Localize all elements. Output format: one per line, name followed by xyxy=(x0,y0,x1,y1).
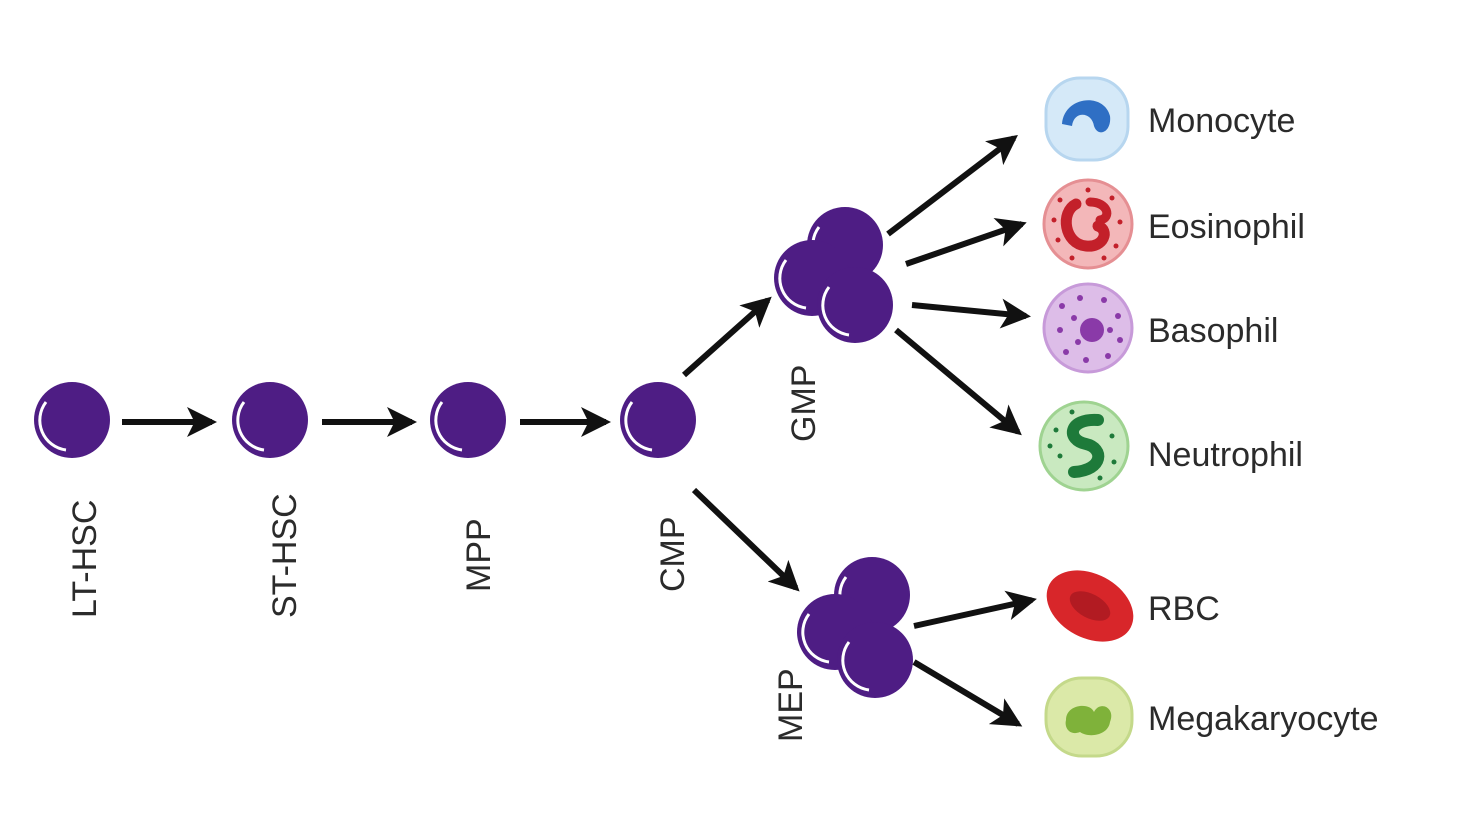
megakaryocyte-icon xyxy=(1044,676,1134,758)
neutrophil-icon xyxy=(1038,400,1130,492)
label-gmp: GMP xyxy=(785,365,823,442)
gmp-cluster xyxy=(772,205,895,345)
cmp-cell xyxy=(618,380,698,460)
basophil-icon xyxy=(1042,282,1134,374)
label-cmp: CMP xyxy=(654,516,692,592)
arrow-gmp-to-basophil xyxy=(911,298,1031,329)
lt-hsc-cell xyxy=(32,380,112,460)
eosinophil-icon xyxy=(1042,178,1134,270)
arrow-mep-to-rbc xyxy=(913,590,1037,629)
label-mep: MEP xyxy=(772,668,810,742)
mep-cluster xyxy=(795,555,915,700)
arrow-mep-to-megakaryocyte xyxy=(912,659,1023,727)
monocyte-icon xyxy=(1044,76,1130,162)
label-monocyte: Monocyte xyxy=(1148,102,1295,140)
label-basophil: Basophil xyxy=(1148,312,1278,350)
label-st-hsc: ST-HSC xyxy=(266,493,304,618)
label-eosinophil: Eosinophil xyxy=(1148,208,1305,246)
arrow-gmp-to-neutrophil xyxy=(894,327,1022,436)
arrows xyxy=(122,134,1037,727)
label-rbc: RBC xyxy=(1148,590,1220,628)
arrow-cmp-to-gmp xyxy=(682,296,772,378)
mpp-cell xyxy=(428,380,508,460)
arrow-gmp-to-monocyte xyxy=(886,134,1018,237)
arrow-cmp-to-mep xyxy=(691,487,800,592)
arrow-gmp-to-eosinophil xyxy=(905,217,1027,267)
st-hsc-cell xyxy=(230,380,310,460)
label-mpp: MPP xyxy=(460,518,498,592)
rbc-icon xyxy=(1046,570,1134,642)
label-neutrophil: Neutrophil xyxy=(1148,436,1303,474)
label-lt-hsc: LT-HSC xyxy=(66,500,104,618)
label-megakaryocyte: Megakaryocyte xyxy=(1148,700,1379,738)
